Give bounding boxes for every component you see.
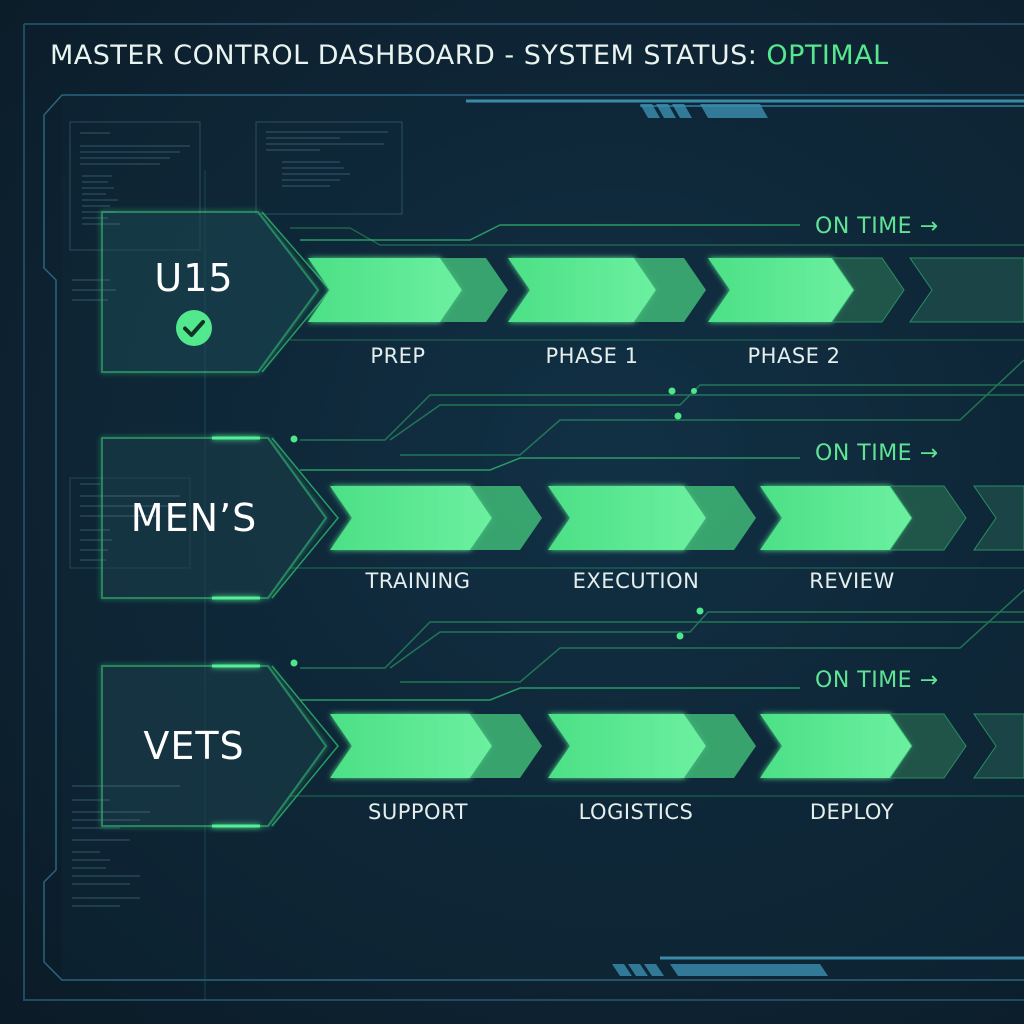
team-label-vets: VETS [143, 724, 245, 768]
title-text: MASTER CONTROL DASHBOARD - SYSTEM STATUS… [50, 40, 767, 71]
row-u15-status: ON TIME → [815, 214, 939, 239]
page-title: MASTER CONTROL DASHBOARD - SYSTEM STATUS… [50, 40, 889, 71]
row-u15-track [101, 211, 1024, 373]
check-icon [176, 310, 212, 346]
system-status-value: OPTIMAL [766, 40, 889, 71]
team-label-mens: MEN’S [130, 496, 258, 540]
row-mens-track [101, 436, 1024, 600]
row-vets-track [98, 664, 1024, 828]
stage-label-phase-1: PHASE 1 [545, 344, 639, 368]
row-vets-status: ON TIME → [815, 668, 939, 693]
stage-label-phase-2: PHASE 2 [747, 344, 841, 368]
stage-label-prep: PREP [370, 344, 426, 368]
stage-label-review: REVIEW [809, 569, 895, 593]
stage-label-logistics: LOGISTICS [578, 800, 694, 824]
row-mens-status: ON TIME → [815, 441, 939, 466]
team-label-u15: U15 [154, 256, 234, 300]
stage-label-deploy: DEPLOY [809, 800, 895, 824]
stage-label-training: TRAINING [365, 569, 471, 593]
stage-label-execution: EXECUTION [572, 569, 700, 593]
stage-label-support: SUPPORT [368, 800, 468, 824]
